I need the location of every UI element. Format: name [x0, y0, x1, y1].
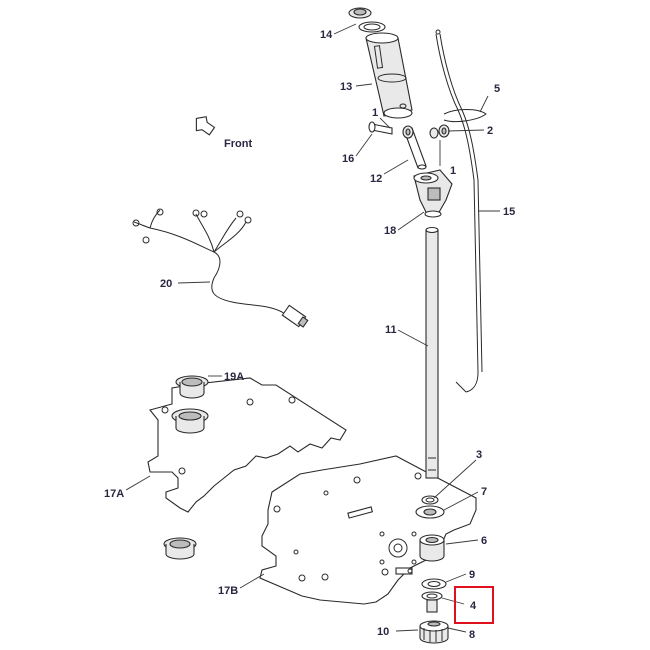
- callout-6: 6: [481, 535, 487, 547]
- nut-2: [429, 124, 450, 139]
- bolt-16: [368, 121, 414, 139]
- callout-19a: 19A: [224, 371, 244, 383]
- gear-8: [419, 620, 449, 644]
- callout-13: 13: [340, 81, 352, 93]
- callout-18: 18: [384, 225, 396, 237]
- callout-9: 9: [469, 569, 475, 581]
- spacer-10: [426, 599, 438, 613]
- callout-20: 20: [160, 278, 172, 290]
- callout-14: 14: [320, 29, 333, 41]
- cap-nut-14: [348, 7, 386, 33]
- washer-4: [421, 591, 443, 601]
- universal-joint-18: [413, 169, 453, 218]
- bushing-19a: [175, 375, 209, 399]
- callout-16: 16: [342, 153, 354, 165]
- callout-15: 15: [503, 206, 515, 218]
- callout-10: 10: [377, 626, 389, 638]
- washer-3: [421, 495, 439, 505]
- stud: [395, 567, 413, 575]
- callout-1-left: 1: [372, 107, 378, 119]
- tube-13: [365, 32, 413, 119]
- callout-12: 12: [370, 173, 382, 185]
- bushing-installed-lower: [163, 537, 197, 560]
- washer-9: [421, 578, 447, 590]
- callout-17b: 17B: [218, 585, 238, 597]
- callout-5: 5: [494, 83, 500, 95]
- callout-1-right: 1: [450, 165, 456, 177]
- callout-2: 2: [487, 125, 493, 137]
- leader-lines: [125, 23, 500, 633]
- clip-5: [443, 109, 487, 123]
- bushing-installed-upper: [171, 408, 209, 434]
- callout-11: 11: [385, 324, 397, 336]
- callout-4-highlight: [454, 586, 494, 624]
- front-arrow-icon: [195, 116, 216, 136]
- front-label: Front: [224, 138, 252, 150]
- callout-8: 8: [469, 629, 475, 641]
- plate-17b: [259, 455, 477, 605]
- washer-7: [415, 505, 445, 519]
- cable-15: [435, 29, 483, 393]
- shaft-11: [425, 226, 439, 479]
- callout-4: 4: [470, 600, 477, 612]
- callout-17a: 17A: [104, 488, 124, 500]
- callout-3: 3: [476, 449, 482, 461]
- wire-harness: [132, 208, 309, 328]
- callout-7: 7: [481, 486, 487, 498]
- bearing-6: [419, 534, 445, 562]
